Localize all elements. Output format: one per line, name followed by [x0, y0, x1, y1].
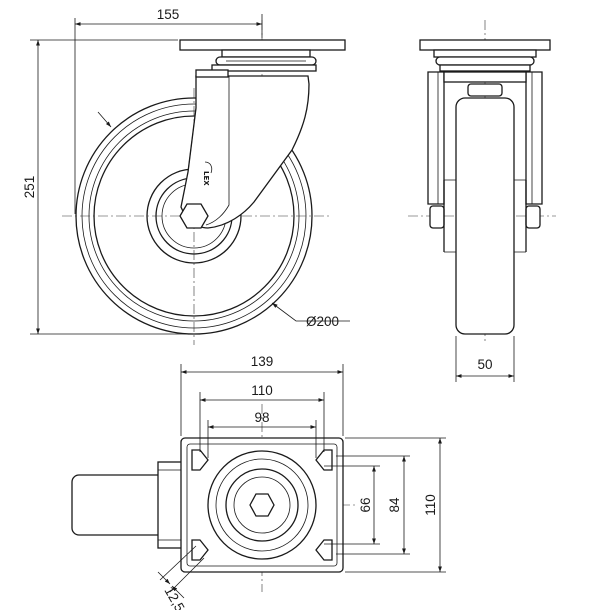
dim-total-offset: 155	[157, 7, 180, 22]
top-plate-front	[179, 39, 346, 51]
dim-12-5-arrow-a	[157, 571, 171, 585]
mounting-hole-top-right	[315, 449, 333, 471]
side-view: 50	[408, 20, 556, 382]
dim-plate-width: 139	[251, 354, 274, 369]
mounting-holes	[191, 449, 333, 561]
side-wheel-tire	[455, 97, 515, 335]
dim-wheel-width: 50	[477, 357, 492, 372]
side-axle-boss-right	[525, 205, 541, 229]
dim-bolt-hole: 12,5	[161, 584, 187, 610]
dim-hole-pitch-inner: 98	[254, 410, 269, 425]
dim-plate-height: 110	[423, 494, 438, 516]
side-bearing-top	[433, 49, 537, 58]
tire-leader-arrow	[97, 111, 112, 128]
bearing-race-top	[221, 49, 311, 58]
dim-hole-pitch-side-inner: 66	[358, 497, 373, 512]
plan-swivel-outer	[207, 450, 317, 560]
side-axle-boss-left	[429, 205, 445, 229]
side-fork-right	[525, 71, 543, 205]
plan-swivel-inner	[225, 468, 299, 542]
dim-total-height: 251	[22, 176, 37, 199]
side-fork-bridge	[443, 71, 527, 83]
dim-hole-pitch-side-outer: 84	[387, 497, 402, 513]
dim-hole-pitch-outer: 110	[251, 383, 273, 398]
brand-logo-text: LEX	[202, 171, 210, 186]
top-plate-side	[419, 39, 551, 51]
plan-kingpin-nut	[249, 493, 275, 517]
mounting-hole-bottom-left	[191, 539, 209, 561]
front-view: LEX Ø200 155 251	[22, 7, 350, 345]
dim-wheel-diameter: Ø200	[306, 314, 339, 329]
diameter-leader	[271, 302, 350, 322]
plan-fork-lines	[158, 469, 182, 541]
side-hub-outline	[443, 180, 527, 252]
bearing-race-bottom	[211, 64, 317, 72]
fork-head-left	[195, 69, 229, 78]
side-fork-left	[427, 71, 445, 205]
plan-swivel-race	[215, 458, 309, 552]
fork-edge-line	[205, 76, 230, 226]
side-bearing-bottom	[439, 64, 531, 72]
dim-12-5-arrow-b	[171, 585, 185, 599]
top-view: 139 110 98 110 84 66 12,5	[71, 354, 446, 610]
plan-kingpin-washer	[233, 476, 291, 534]
plan-fork	[157, 461, 183, 549]
fork-inner-edge	[187, 107, 197, 173]
side-kingpin-nut	[467, 83, 503, 97]
side-hub-lines	[444, 179, 526, 253]
plan-plate-inner-edge	[186, 443, 338, 567]
side-fork-inner-lines	[437, 72, 533, 204]
mounting-hole-bottom-right	[315, 539, 333, 561]
axle-nut-hexagon	[179, 203, 209, 229]
mounting-hole-top-left	[191, 449, 209, 471]
side-bearing-middle	[435, 56, 535, 66]
brand-logo: LEX	[202, 161, 213, 186]
dim-12-5-ext-a	[159, 545, 197, 581]
